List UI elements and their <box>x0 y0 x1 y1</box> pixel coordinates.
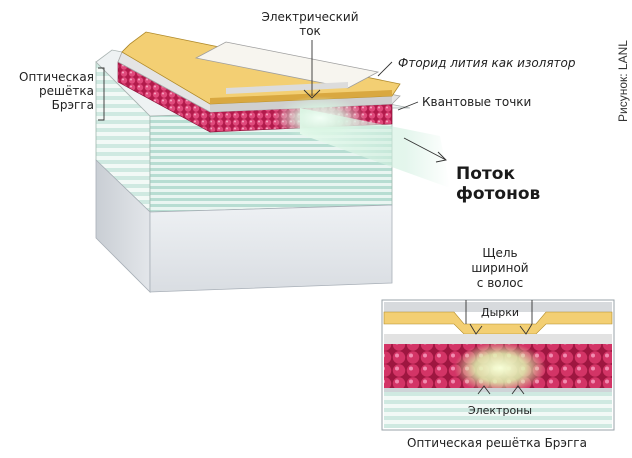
leader-lines <box>98 40 447 163</box>
inset-top-layer <box>384 302 612 312</box>
inset-gold-layer <box>383 311 613 335</box>
inset-grating <box>384 390 612 428</box>
laser-block <box>95 31 411 293</box>
photon-beam <box>274 96 450 188</box>
inset-diagram <box>381 299 615 431</box>
quantum-dots-label: Квантовые точки <box>422 95 532 109</box>
inset-insulator <box>384 334 612 344</box>
contact-ridge <box>194 41 380 89</box>
inset-holes-label: Дырки <box>480 306 520 319</box>
inset-electrons-label: Электроны <box>467 404 533 417</box>
inset-caption: Оптическая решётка Брэгга <box>407 436 587 450</box>
bragg-grating-label: Оптическая решётка Брэгга <box>19 70 94 112</box>
photon-stream-label: Поток фотонов <box>456 164 541 204</box>
inset-gap-label: Щель шириной с волос <box>471 246 529 290</box>
image-credit: Рисунок: LANL <box>616 40 630 122</box>
contact-ridge-side <box>226 82 348 94</box>
gold-contact-edge <box>210 90 392 104</box>
electric-current-label: Электрический ток <box>261 10 359 38</box>
lithium-fluoride-label: Фторид лития как изолятор <box>398 56 576 70</box>
substrate-side-face <box>149 204 393 293</box>
